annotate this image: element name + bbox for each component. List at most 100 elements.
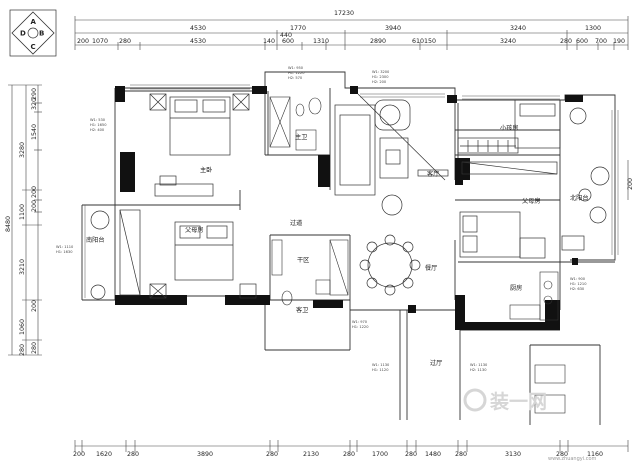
compass-c: C	[31, 43, 36, 51]
note-w6-b: H1: 1120	[372, 368, 389, 372]
left-dimensions	[8, 84, 42, 356]
label-parents-room-right: 父母房	[522, 197, 541, 205]
top2-dim-6: 600	[282, 38, 294, 45]
top2-dim-12: 600	[576, 38, 588, 45]
bottom-dim-1: 200	[73, 451, 85, 458]
label-north-balcony: 北阳台	[570, 194, 589, 202]
note-w7-b: H2: 1130	[470, 368, 487, 372]
left-dim-5: 280	[19, 344, 26, 356]
label-south-balcony: 南阳台	[86, 236, 105, 244]
bottom-dim-10: 1480	[425, 451, 441, 458]
living-room-furniture	[334, 93, 449, 216]
top2-dim-5: 140	[263, 38, 275, 45]
note-w3-b: H1: 2300	[372, 75, 389, 79]
top-dim-2: 1770	[290, 25, 306, 32]
left2-dim-7: 280	[31, 342, 38, 354]
bottom-dim-9: 280	[405, 451, 417, 458]
top2-dim-9: 610150	[412, 38, 436, 45]
top-dim-5: 1300	[585, 25, 601, 32]
compass-d: D	[20, 30, 26, 38]
watermark: 装一网 www.zhuangyi.com	[463, 388, 597, 462]
watermark-text: 装一网	[489, 390, 547, 413]
note-w8-b: H1: 1210	[570, 282, 587, 286]
top-dim-4: 3240	[510, 25, 526, 32]
left-dim-4: 1060	[19, 319, 26, 335]
label-kids-room: 小孩房	[500, 124, 519, 132]
bottom-dim-14: 1160	[587, 451, 603, 458]
window-notes: W1: 530 H1: 1650 H2: 400 W1: 950 H1: 122…	[56, 66, 587, 372]
label-kitchen: 厨房	[510, 284, 522, 292]
right-dim-1: 200	[627, 178, 634, 190]
label-hallway: 过厅	[430, 359, 442, 367]
note-w7-a: W1: 1130	[470, 363, 488, 367]
note-w2-b: H1: 1220	[288, 71, 305, 75]
bottom-dim-8: 1700	[372, 451, 388, 458]
note-w8-c: H2: 630	[570, 287, 585, 291]
dining-table	[359, 234, 421, 296]
walls-solid	[115, 86, 583, 330]
label-living-room: 客厅	[427, 170, 439, 178]
left-dim-3: 3210	[19, 259, 26, 275]
left2-dim-2: 320	[31, 98, 38, 110]
note-w3-a: W1: 3200	[372, 70, 390, 74]
note-w1-a: W1: 530	[90, 118, 106, 122]
compass: A B C D	[9, 9, 57, 57]
left2-dim-5: 200	[31, 200, 38, 212]
note-w4-b: H1: 1630	[56, 250, 73, 254]
kids-room-furniture	[457, 99, 561, 175]
top2-dim-1: 200	[77, 38, 89, 45]
right-parents-room-furniture	[459, 211, 585, 259]
top-dim-1: 4530	[190, 25, 206, 32]
bottom-dim-5: 280	[266, 451, 278, 458]
note-w3-c: H2: 200	[372, 80, 387, 84]
north-balcony-furniture	[569, 107, 610, 224]
top2-dim-11: 280	[560, 38, 572, 45]
label-dry-area: 干区	[297, 257, 309, 264]
compass-a: A	[31, 18, 37, 26]
top2-dim-3: 280	[119, 38, 131, 45]
bottom-dim-4: 3890	[197, 451, 213, 458]
top-dim-extra: 440	[280, 32, 292, 39]
left-total-dim: 8480	[5, 216, 12, 232]
label-corridor: 过道	[290, 219, 302, 227]
label-dining: 餐厅	[425, 264, 437, 272]
left2-dim-4: 200	[31, 186, 38, 198]
note-w4-a: W1: 1110	[56, 245, 74, 249]
guest-bath-fixtures	[271, 239, 349, 306]
bottom-dim-7: 280	[343, 451, 355, 458]
bottom-dim-3: 280	[127, 451, 139, 458]
label-master-bedroom: 主卧	[200, 166, 212, 174]
top2-dim-13: 700	[595, 38, 607, 45]
top2-dim-7: 1310	[313, 38, 329, 45]
compass-b: B	[39, 30, 44, 38]
master-bath-fixtures	[269, 96, 322, 151]
top-dim-3: 3940	[385, 25, 401, 32]
left2-dim-6: 200	[31, 300, 38, 312]
bottom-dim-11: 280	[455, 451, 467, 458]
kitchen-fixtures	[509, 271, 559, 321]
note-w2-a: W1: 950	[288, 66, 304, 70]
note-w2-c: H2: 570	[288, 76, 303, 80]
note-w8-a: W1: 900	[570, 277, 586, 281]
note-w1-c: H2: 400	[90, 128, 105, 132]
bottom-dim-13: 280	[556, 451, 568, 458]
hallway-storage	[534, 364, 566, 414]
watermark-url: www.zhuangyi.com	[548, 456, 597, 462]
master-bed	[149, 93, 250, 197]
south-balcony-furniture	[90, 210, 110, 300]
windows	[84, 84, 619, 298]
left-dim-2: 1100	[19, 204, 26, 220]
bottom-dim-6: 2130	[303, 451, 319, 458]
top-dimensions	[74, 16, 629, 50]
bottom-dimensions	[74, 440, 629, 452]
top2-dim-10: 3240	[500, 38, 516, 45]
top2-dim-4: 4530	[190, 38, 206, 45]
left2-dim-1: 290	[31, 88, 38, 100]
bottom-dim-2: 1620	[96, 451, 112, 458]
label-master-bath: 主卫	[295, 133, 307, 141]
top2-dim-2: 1070	[92, 38, 108, 45]
left2-dim-3: 1540	[31, 124, 38, 140]
note-w1-b: H1: 1650	[90, 123, 107, 127]
top-total-dim: 17230	[334, 10, 354, 17]
